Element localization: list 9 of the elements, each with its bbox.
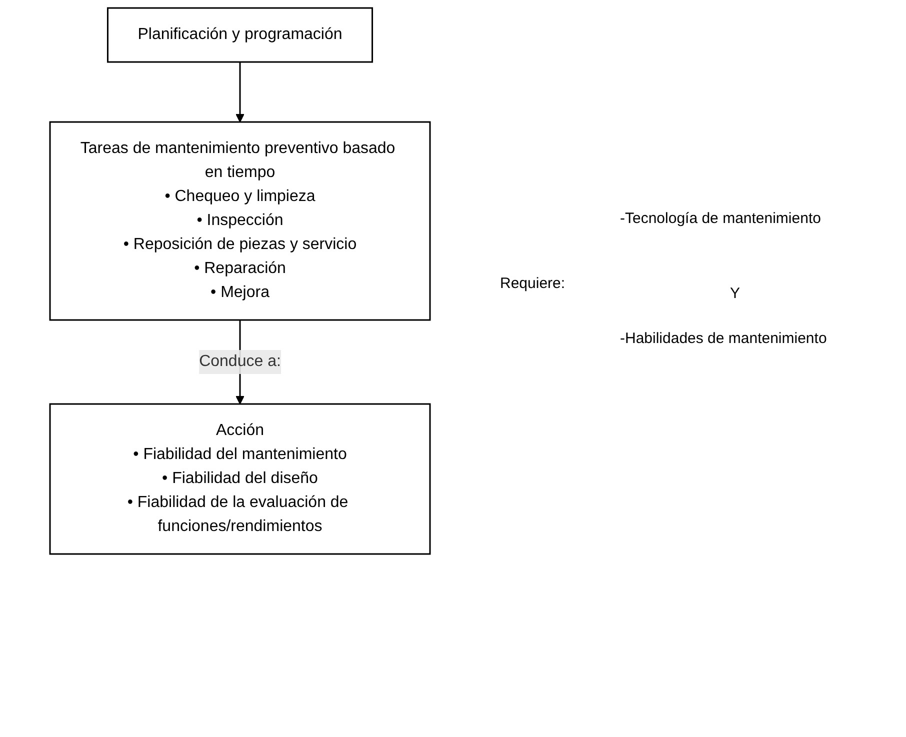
edge-label: Conduce a: [199,353,281,370]
note-text: Requiere: [500,275,566,292]
arrow [236,62,244,122]
node-box: Planificación y programación [106,7,374,63]
node-box: Tareas de mantenimiento preventivo basado en tiempo • Chequeo y limpieza • Inspección • Reposición de piezas y servicio • Reparación • Mejora [49,121,431,321]
node-box: Acción • Fiabilidad del mantenimiento • Fiabilidad del diseño • Fiabilidad de la evaluación de funciones/rendimientos [49,403,431,555]
note-text: -Tecnología de mantenimiento [620,210,821,227]
note-text: -Habilidades de mantenimiento [620,330,827,347]
note-text: Y [730,285,740,302]
